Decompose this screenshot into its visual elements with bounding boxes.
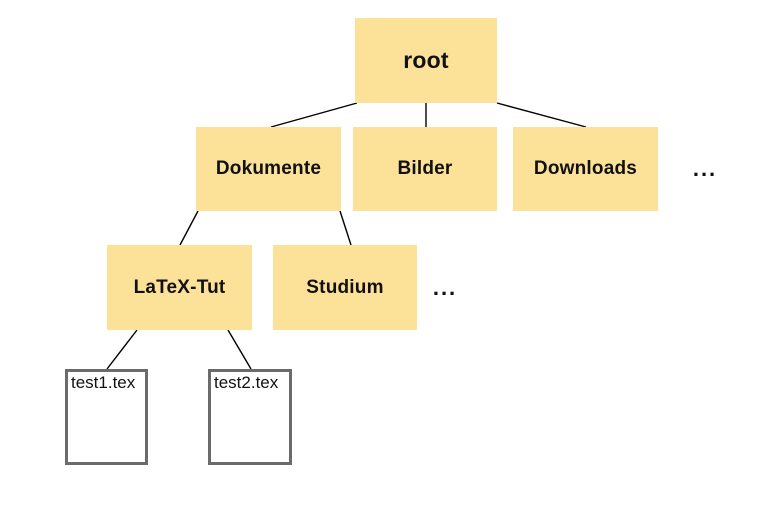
ellipsis-root-children: ... [692,156,718,181]
node-test1-file: test1.tex [65,369,148,465]
node-dokumente: Dokumente [196,127,341,211]
edge-dokumente-studium [339,210,352,246]
node-latex-tut: LaTeX-Tut [107,245,252,330]
node-studium: Studium [273,245,417,330]
ellipsis-dokumente-children: ... [432,274,458,300]
node-test2-file: test2.tex [208,369,292,465]
node-downloads: Downloads [513,127,658,211]
edge-dokumente-latex-tut [179,210,199,246]
edge-root-dokumente [270,102,358,128]
edge-latex-tut-test1 [106,329,138,370]
edge-root-downloads [496,102,587,128]
edge-latex-tut-test2 [227,329,252,370]
file-label-test1: test1.tex [71,373,136,392]
node-bilder: Bilder [353,127,497,211]
file-label-test2: test2.tex [214,373,279,392]
node-root: root [355,18,497,103]
